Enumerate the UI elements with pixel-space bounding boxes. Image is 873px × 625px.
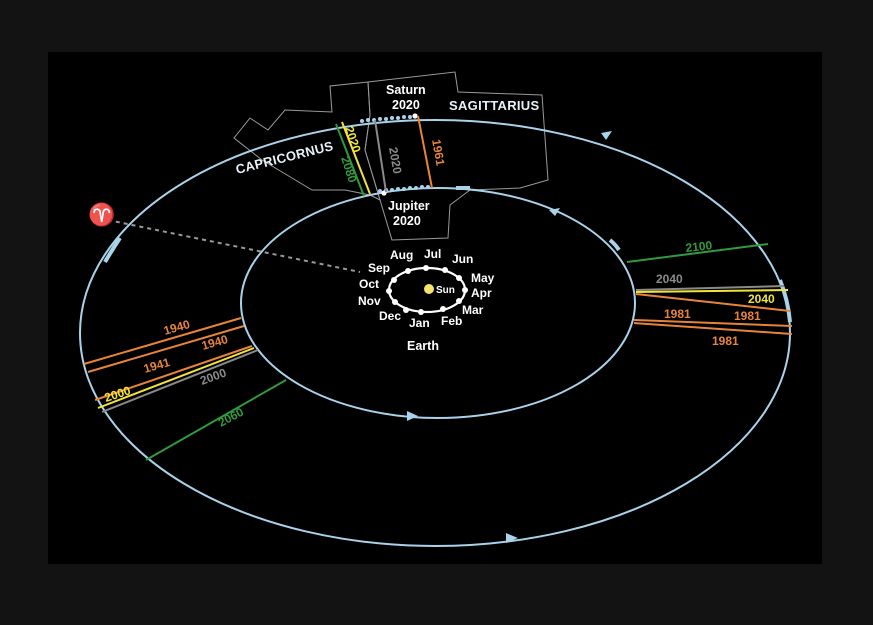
year-label-1961-top: 1961 bbox=[429, 138, 447, 167]
arrow-icon bbox=[506, 533, 518, 543]
year-label-1981-a: 1981 bbox=[664, 307, 691, 321]
arrow-icon bbox=[601, 131, 612, 140]
year-label-2040-yellow: 2040 bbox=[748, 292, 775, 306]
month-jul: Jul bbox=[424, 247, 441, 261]
month-oct: Oct bbox=[359, 277, 379, 291]
aries-sightline bbox=[107, 219, 361, 273]
year-label-2000-gray: 2000 bbox=[198, 365, 228, 387]
year-label-1941: 1941 bbox=[142, 355, 172, 376]
month-feb: Feb bbox=[441, 314, 462, 328]
month-jun: Jun bbox=[452, 252, 473, 266]
year-label-2020-gray: 2020 bbox=[386, 146, 404, 175]
earth-month-dots bbox=[386, 265, 468, 315]
year-label-1981-b: 1981 bbox=[734, 309, 761, 323]
year-label-2060: 2060 bbox=[216, 405, 246, 430]
saturn-label: Saturn bbox=[386, 83, 426, 97]
sun-icon bbox=[424, 284, 434, 294]
month-jan: Jan bbox=[409, 316, 430, 330]
year-label-1981-c: 1981 bbox=[712, 334, 739, 348]
month-may: May bbox=[471, 271, 495, 285]
capricornus-outline bbox=[233, 81, 381, 201]
month-nov: Nov bbox=[358, 294, 381, 308]
aries-icon: ♈ bbox=[88, 202, 115, 228]
capricornus-label: CAPRICORNUS bbox=[234, 138, 335, 177]
left-conjunction-lines bbox=[83, 317, 287, 461]
jupiter-dots bbox=[378, 185, 430, 196]
constellation-outlines bbox=[233, 71, 549, 241]
sagittarius-label: SAGITTARIUS bbox=[449, 98, 539, 113]
jupiter-orbit bbox=[240, 187, 636, 419]
jupiter-year-label: 2020 bbox=[393, 214, 421, 228]
year-label-2100: 2100 bbox=[685, 238, 713, 255]
jupiter-label: Jupiter bbox=[388, 199, 430, 213]
earth-label: Earth bbox=[407, 339, 439, 353]
top-conjunction-lines bbox=[335, 115, 433, 197]
orbit-accents bbox=[103, 186, 792, 323]
month-mar: Mar bbox=[462, 303, 484, 317]
direction-arrows bbox=[407, 131, 612, 543]
month-sep: Sep bbox=[368, 261, 390, 275]
year-label-2040-gray: 2040 bbox=[656, 272, 683, 286]
saturn-year-label: 2020 bbox=[392, 98, 420, 112]
right-conjunction-lines bbox=[626, 243, 793, 335]
saturn-dots bbox=[360, 113, 418, 123]
year-label-1940-b: 1940 bbox=[200, 332, 230, 353]
arrow-icon bbox=[549, 208, 560, 216]
month-dec: Dec bbox=[379, 309, 401, 323]
sun-label: Sun bbox=[436, 285, 455, 296]
arrow-icon bbox=[407, 411, 418, 421]
month-aug: Aug bbox=[390, 248, 413, 262]
month-apr: Apr bbox=[471, 286, 492, 300]
